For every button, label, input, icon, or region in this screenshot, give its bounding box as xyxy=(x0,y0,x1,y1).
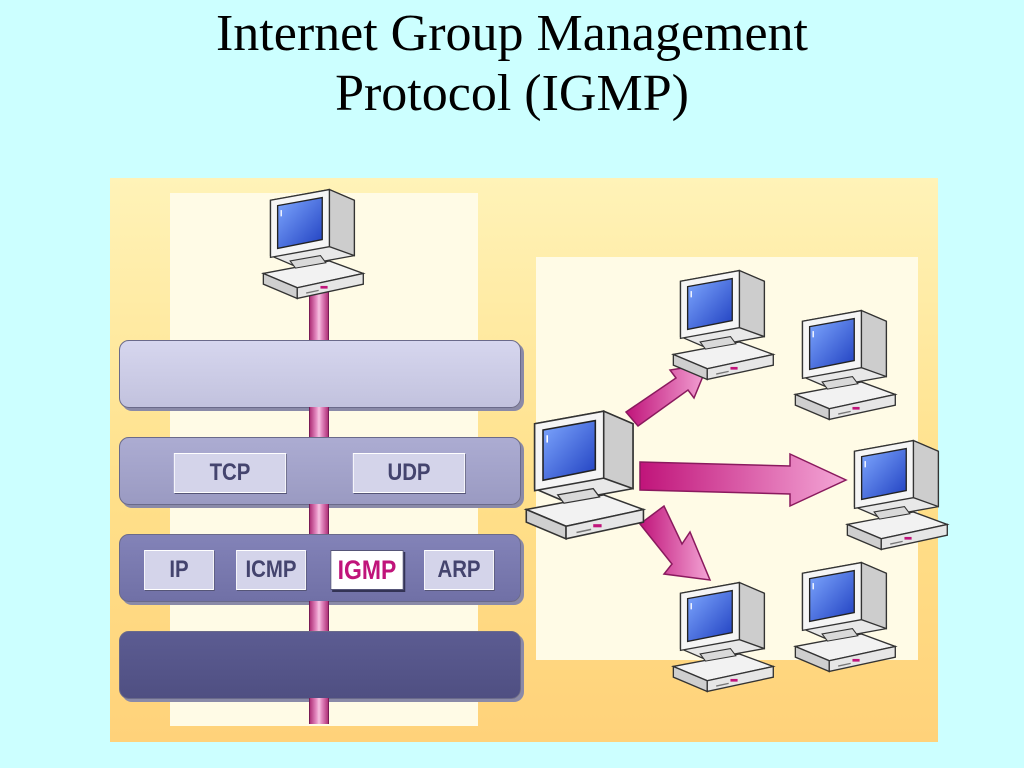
computer-icon xyxy=(262,188,364,300)
link-layer xyxy=(119,631,521,699)
pipe-segment xyxy=(309,601,329,631)
computer-icon xyxy=(672,269,775,381)
computer-icon xyxy=(672,581,775,693)
computer-icon xyxy=(525,410,645,540)
arrow-icon xyxy=(624,363,710,428)
arrow-icon xyxy=(638,504,712,581)
protocol-igmp: IGMP xyxy=(330,550,404,590)
computer-icon xyxy=(846,439,949,551)
protocol-icmp: ICMP xyxy=(236,550,306,590)
title-line-2: Protocol (IGMP) xyxy=(335,65,689,122)
pipe-segment xyxy=(309,504,329,534)
protocol-udp: UDP xyxy=(352,453,466,493)
title-line-1: Internet Group Management xyxy=(215,5,808,62)
application-layer xyxy=(119,340,521,408)
computer-icon xyxy=(794,561,897,673)
computer-icon xyxy=(794,309,897,421)
slide-title: Internet Group Management Protocol (IGMP… xyxy=(0,4,1024,124)
protocol-tcp: TCP xyxy=(173,453,287,493)
protocol-ip: IP xyxy=(144,550,214,590)
protocol-arp: ARP xyxy=(424,550,494,590)
pipe-segment xyxy=(309,407,329,437)
arrow-icon xyxy=(639,452,848,508)
pipe-segment xyxy=(309,698,329,724)
